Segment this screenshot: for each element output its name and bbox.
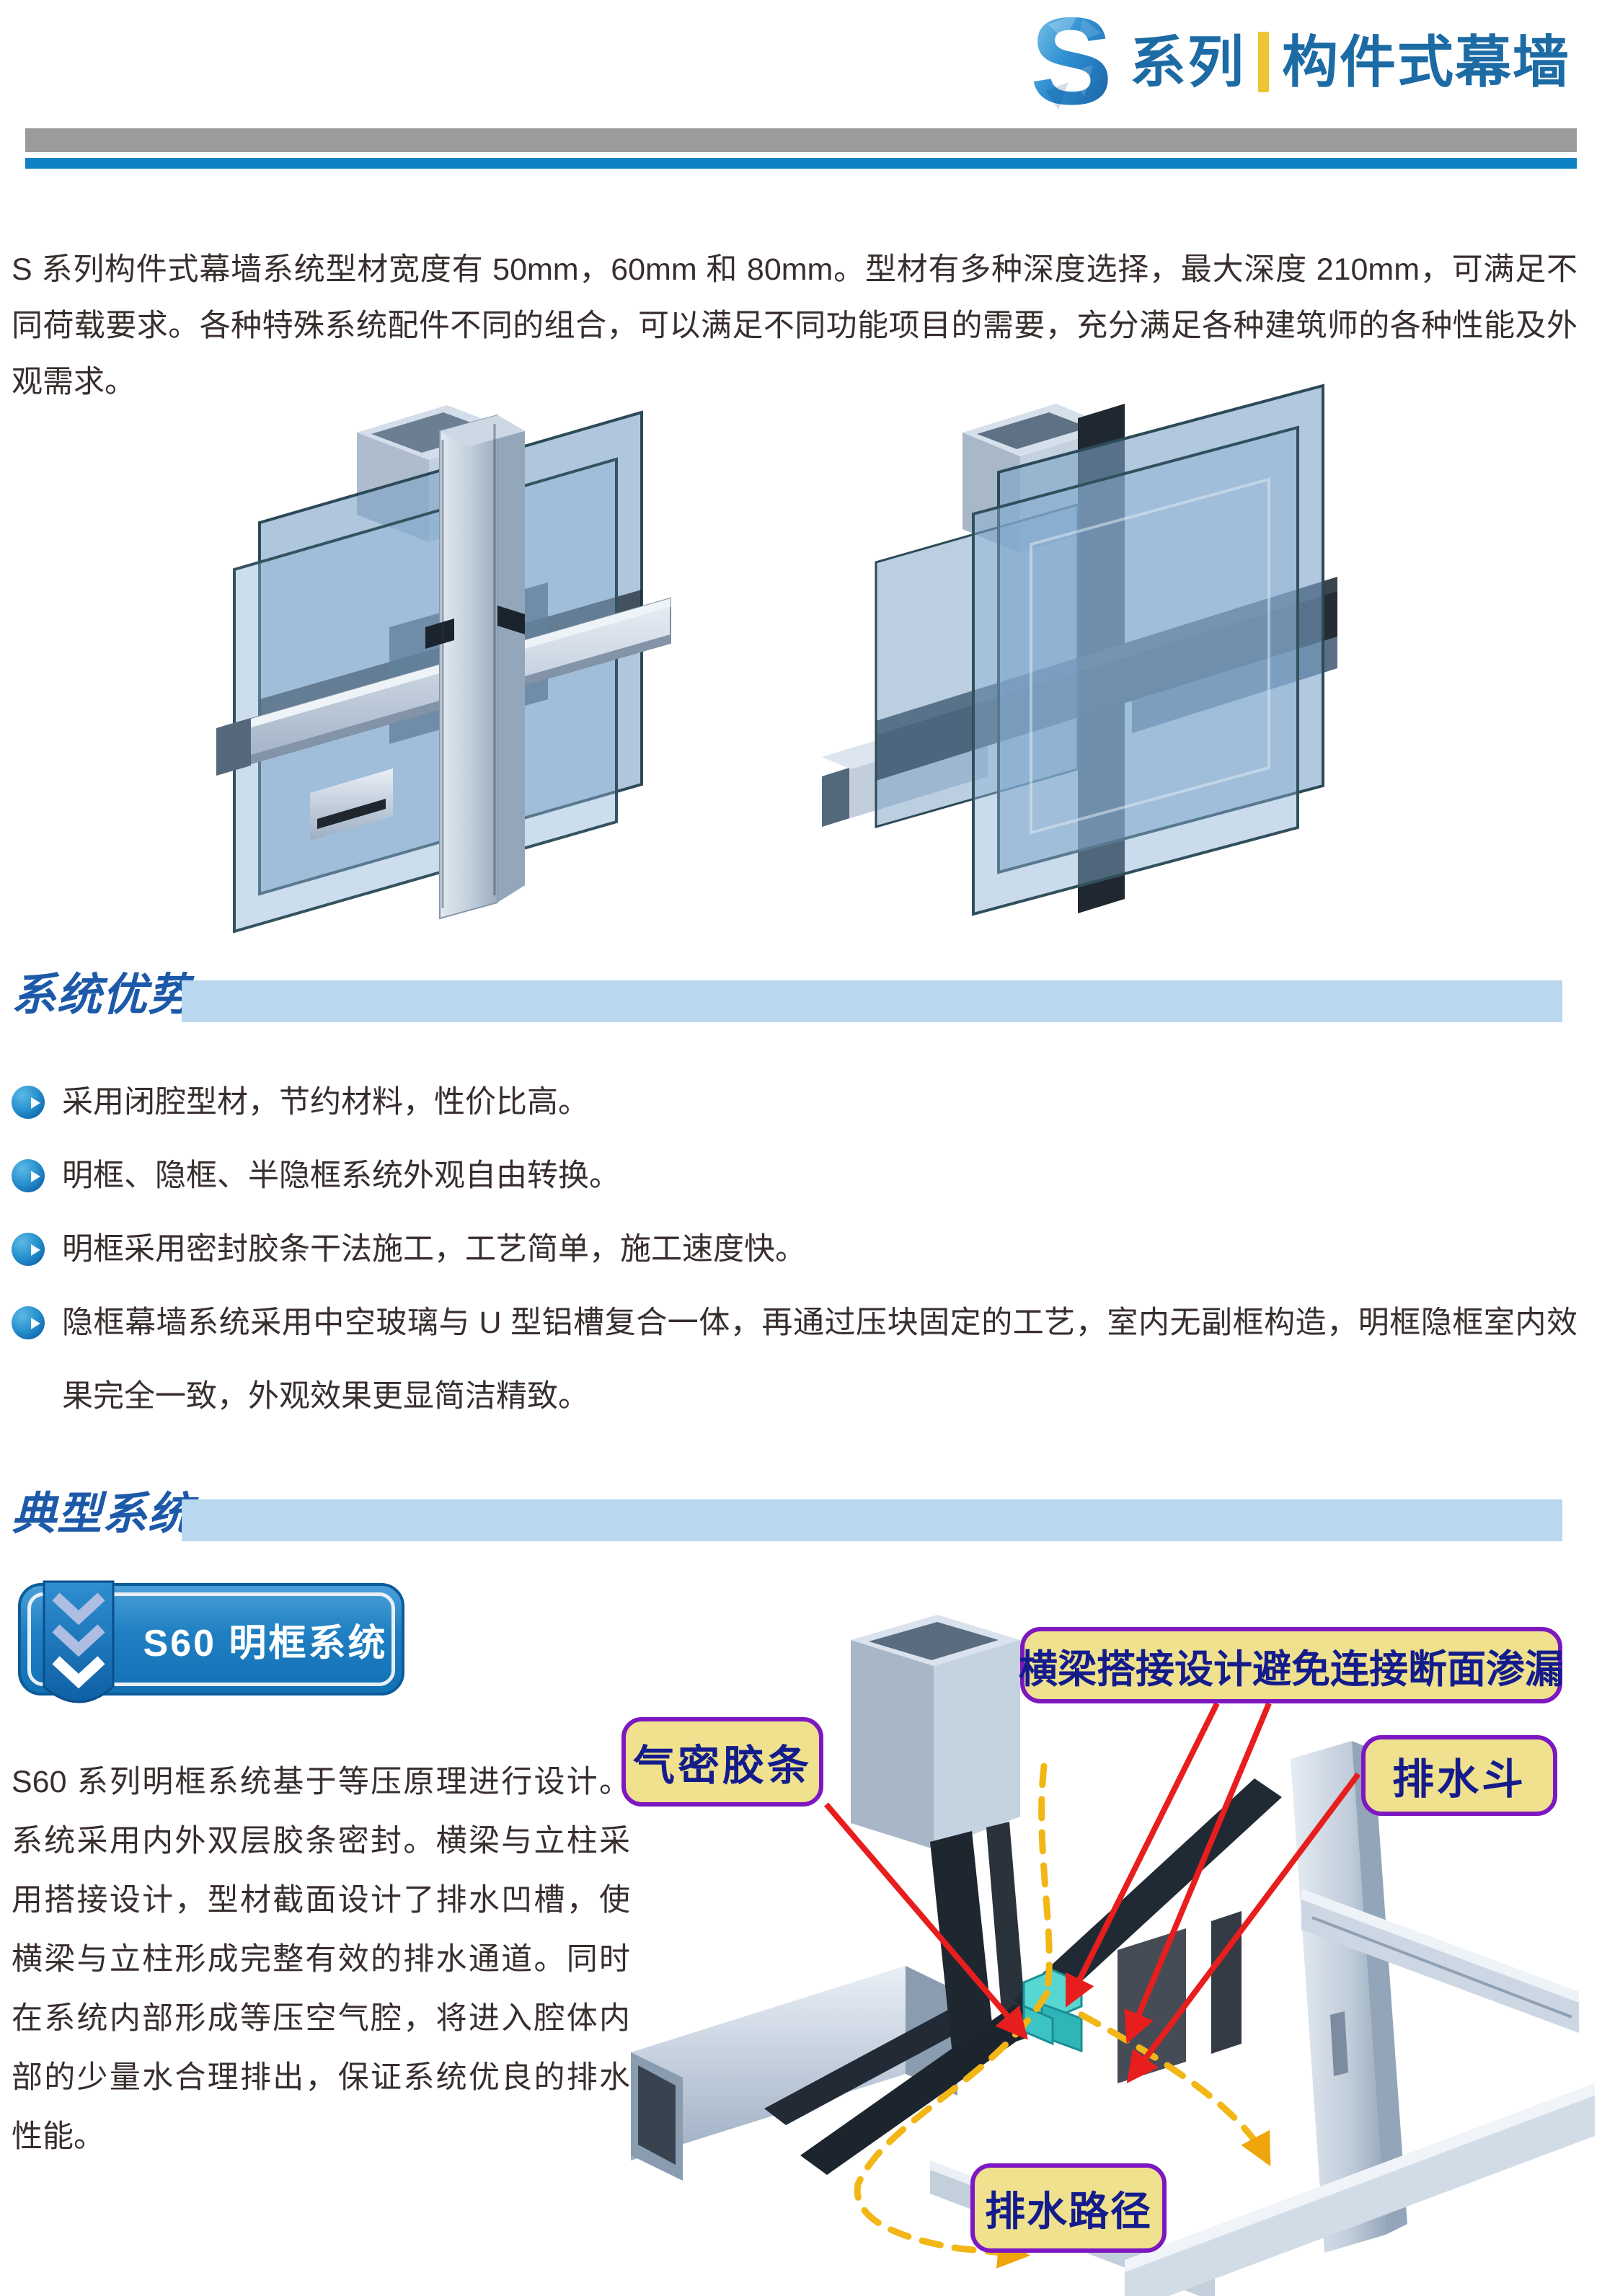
drainage-clip xyxy=(1022,1969,1083,2053)
section-bar-advantages xyxy=(182,980,1562,1022)
advantage-text: 明框、隐框、半隐框系统外观自由转换。 xyxy=(62,1158,620,1193)
callout-beam-joint: 横梁搭接设计避免连接断面渗漏 xyxy=(1019,1627,1564,1703)
s60-diagram: 横梁搭接设计避免连接断面渗漏 气密胶条 排水斗 排水路径 xyxy=(620,1611,1601,2296)
brand-divider xyxy=(1257,32,1269,92)
header-gray-rule xyxy=(25,128,1577,152)
section-bar-typical xyxy=(182,1499,1562,1541)
callout-gasket: 气密胶条 xyxy=(621,1717,823,1807)
intro-paragraph: S 系列构件式幕墙系统型材宽度有 50mm，60mm 和 80mm。型材有多种深… xyxy=(12,252,1577,399)
advantage-text: 隐框幕墙系统采用中空玻璃与 U 型铝槽复合一体，再通过压块固定的工艺，室内无副框… xyxy=(62,1306,1577,1414)
callout-drain-path: 排水路径 xyxy=(970,2163,1167,2253)
advantage-text: 采用闭腔型材，节约材料，性价比高。 xyxy=(62,1085,589,1120)
svg-text:S: S xyxy=(1030,4,1113,120)
s-series-logo-icon: S xyxy=(1030,4,1113,120)
advantage-text: 明框采用密封胶条干法施工，工艺简单，施工速度快。 xyxy=(62,1232,806,1267)
list-item: 隐框幕墙系统采用中空玻璃与 U 型铝槽复合一体，再通过压块固定的工艺，室内无副框… xyxy=(12,1286,1577,1433)
sphere-bullet-icon xyxy=(12,1086,45,1119)
list-item: 采用闭腔型材，节约材料，性价比高。 xyxy=(12,1065,1577,1139)
advantage-list: 采用闭腔型材，节约材料，性价比高。 明框、隐框、半隐框系统外观自由转换。 明框采… xyxy=(12,1065,1577,1433)
callout-arrows xyxy=(823,1702,1361,2084)
callout-drain-hopper: 排水斗 xyxy=(1361,1735,1557,1816)
section-title-advantages: 系统优势 xyxy=(12,970,194,1020)
s60-badge: S60 明框系统 xyxy=(18,1580,404,1703)
sphere-bullet-icon xyxy=(12,1306,45,1339)
s60-description: S60 系列明框系统基于等压原理进行设计。系统采用内外双层胶条密封。横梁与立柱采… xyxy=(12,1765,630,2154)
drain-path-line xyxy=(854,1763,1271,2269)
badge-inner-ring xyxy=(27,1592,395,1686)
s60-exploded-render xyxy=(631,1615,1595,2296)
section-title-typical: 典型系统 xyxy=(12,1489,194,1539)
sphere-bullet-icon xyxy=(12,1233,45,1266)
render-hidden-frame-system xyxy=(822,384,1337,916)
brand-header: S 系列 构件式幕墙 xyxy=(1027,4,1570,120)
chevron-ribbon-icon xyxy=(43,1580,115,1703)
list-item: 明框、隐框、半隐框系统外观自由转换。 xyxy=(12,1139,1577,1213)
list-item: 明框采用密封胶条干法施工，工艺简单，施工速度快。 xyxy=(12,1213,1577,1286)
series-label: 系列 xyxy=(1129,30,1245,94)
header-blue-rule xyxy=(25,158,1577,169)
render-exposed-frame-system xyxy=(216,405,671,934)
badge-label: S60 明框系统 xyxy=(143,1622,388,1665)
product-title: 构件式幕墙 xyxy=(1281,30,1570,94)
sphere-bullet-icon xyxy=(12,1159,45,1192)
